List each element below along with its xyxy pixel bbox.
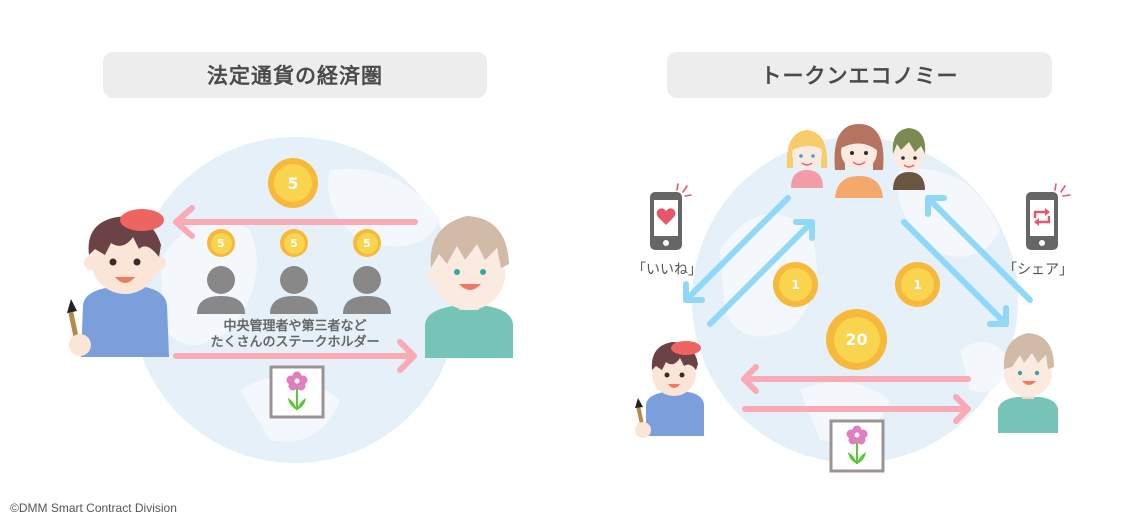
coin-main-left: 5: [268, 158, 318, 208]
coin-payment: 20: [826, 309, 887, 370]
fiat-economy-title-text: 法定通貨の経済圏: [207, 64, 383, 88]
fiat-economy-title: 法定通貨の経済圏: [103, 52, 487, 98]
buyer-avatar-icon: [425, 216, 513, 358]
token-economy-title-text: トークンエコノミー: [760, 64, 959, 88]
stakeholder-coin-1: 5: [207, 229, 235, 257]
buyer-avatar-small-icon: [998, 333, 1058, 433]
painting-icon: [269, 365, 325, 419]
coin-value: 5: [274, 164, 312, 202]
audience-group-icon: [786, 124, 926, 198]
share-label: 「シェア」: [1003, 262, 1073, 278]
stakeholders-label: 中央管理者や第三者など たくさんのステークホルダー: [210, 319, 380, 350]
like-label: 「いいね」: [632, 262, 702, 278]
like-phone-icon: [650, 183, 692, 250]
artist-avatar-small-icon: [635, 341, 704, 438]
share-phone-icon: [1026, 183, 1071, 250]
painting-icon: [829, 419, 885, 473]
artist-avatar-icon: [67, 209, 169, 357]
stakeholder-coin-3: 5: [353, 229, 381, 257]
coin-share-reward: 1: [895, 262, 940, 307]
copyright-text: ©DMM Smart Contract Division: [10, 501, 177, 515]
coin-like-reward: 1: [773, 262, 818, 307]
token-economy-title: トークンエコノミー: [667, 52, 1052, 98]
stakeholder-coin-2: 5: [280, 229, 308, 257]
